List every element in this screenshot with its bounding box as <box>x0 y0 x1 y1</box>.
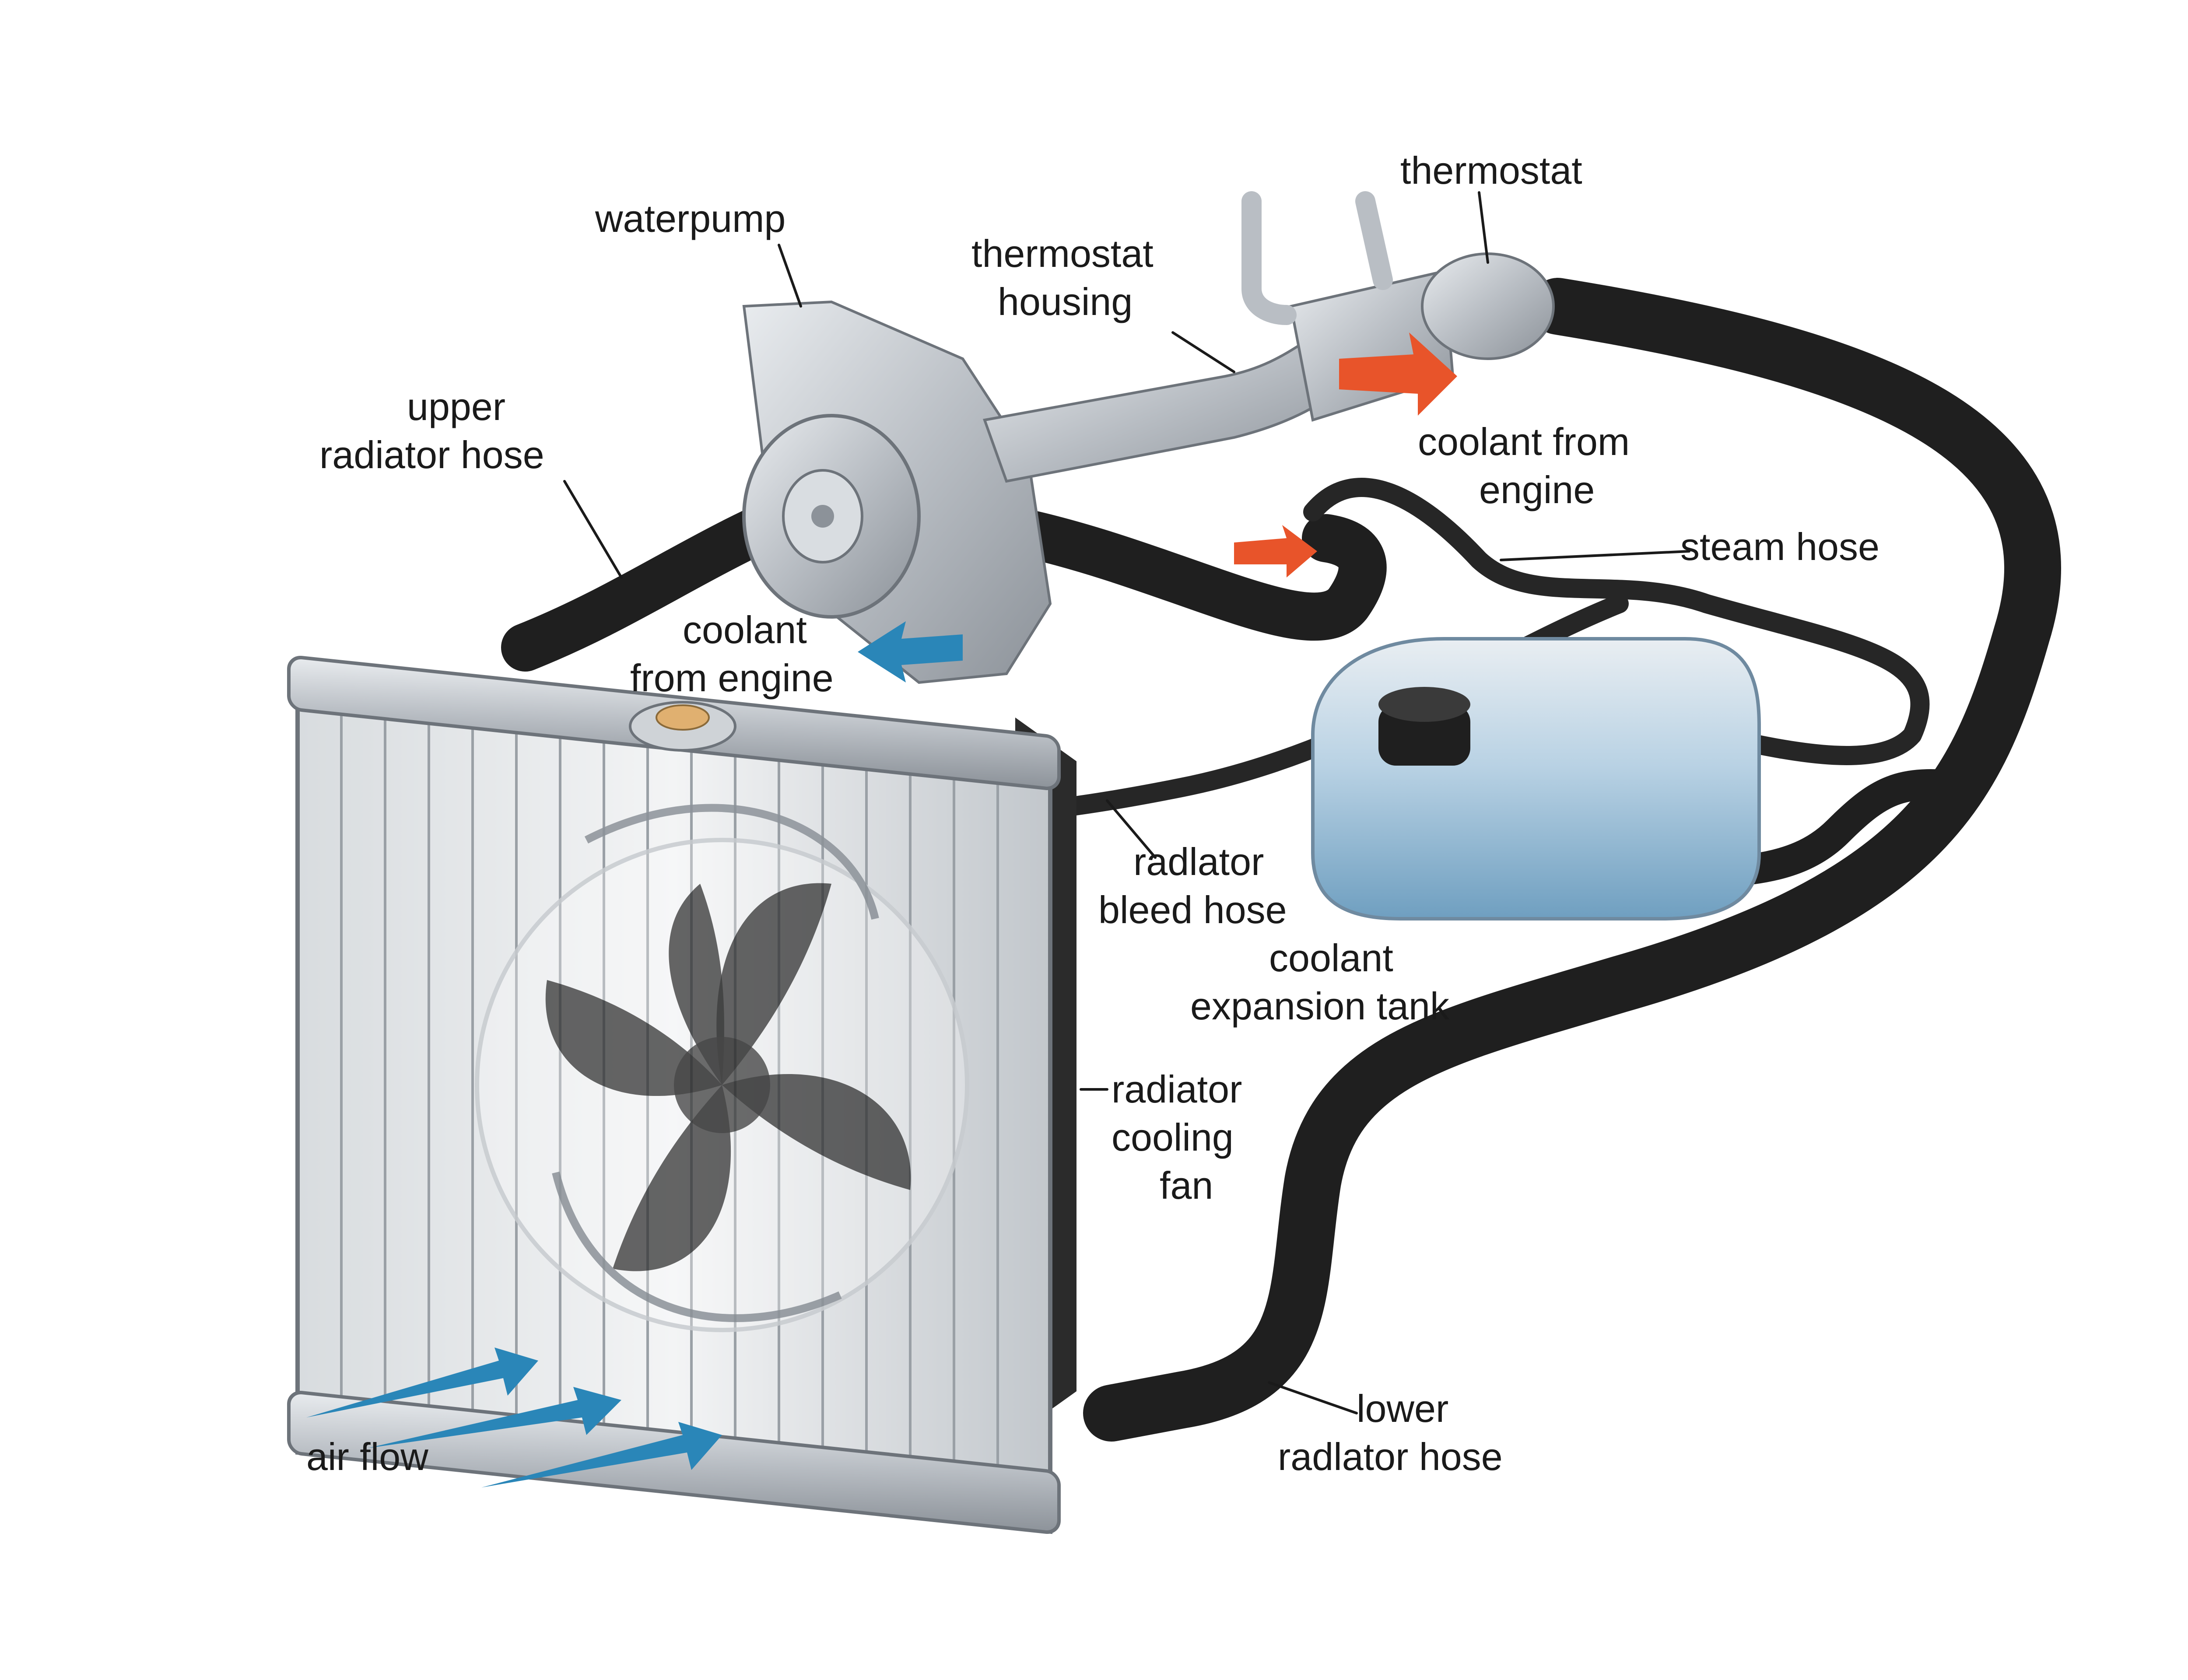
leader-waterpump <box>778 244 802 308</box>
label-air-flow: air flow <box>306 1435 428 1478</box>
fan-rotation-arrow <box>584 804 879 920</box>
flow-arrows <box>858 332 1457 682</box>
air-flow-arrow-icon <box>306 1348 538 1418</box>
radiator <box>287 655 1076 1534</box>
label-upper-hose-line1: upper <box>407 385 505 428</box>
label-upper-hose-line2: radiator hose <box>319 433 544 476</box>
radiator-cooling-fan <box>475 804 969 1332</box>
pump-bolt <box>811 505 834 528</box>
leader-thermostat <box>1478 191 1489 264</box>
leader-upper-hose <box>563 480 623 579</box>
tank-cap <box>1378 704 1470 766</box>
labels: waterpump thermostat housing thermostat … <box>306 149 1879 1478</box>
thermostat-outlet-hose <box>1083 278 2061 1442</box>
waterpump-assembly <box>742 191 1555 684</box>
label-coolant-from-engine-top-line1: coolant from <box>1418 420 1630 463</box>
housing-vertical-pipe-1 <box>1241 191 1297 325</box>
air-flow-arrow-icon <box>481 1422 722 1488</box>
label-bleed-hose-line2: bleed hose <box>1098 888 1287 931</box>
label-waterpump: waterpump <box>595 197 785 240</box>
housing-vertical-pipe-2 <box>1355 191 1393 290</box>
label-bleed-hose-line1: radlator <box>1133 840 1264 883</box>
leader-lower-hose <box>1268 1381 1358 1414</box>
label-steam-hose: steam hose <box>1680 525 1879 568</box>
fan-rotation-arrow <box>552 1171 842 1322</box>
cold-arrow-icon <box>858 621 963 682</box>
label-cooling-fan-line2: cooling <box>1112 1116 1234 1159</box>
leader-bleed-hose <box>1106 799 1157 859</box>
label-cooling-fan-line1: radiator <box>1112 1068 1242 1111</box>
label-coolant-from-engine-left-line1: coolant <box>683 608 807 651</box>
air-flow-arrow-icon <box>368 1387 621 1448</box>
label-thermostat-housing-line2: housing <box>998 280 1133 323</box>
label-coolant-from-engine-top-line2: engine <box>1479 468 1595 511</box>
pump-outlet-hose <box>1004 510 1387 641</box>
label-thermostat-housing-line1: thermostat <box>971 232 1154 275</box>
label-coolant-from-engine-left-line2: from engine <box>630 656 834 700</box>
radiator-fins <box>340 704 999 1509</box>
label-cooling-fan-line3: fan <box>1160 1164 1213 1207</box>
tank-body <box>1311 637 1761 920</box>
leader-thermostat-housing <box>1171 331 1235 373</box>
leader-lines <box>563 191 1690 1414</box>
radiator-cap-top <box>656 704 710 731</box>
leader-steam-hose <box>1500 550 1690 561</box>
hot-arrow-icon <box>1234 525 1317 578</box>
label-expansion-tank-line2: expansion tank <box>1190 984 1450 1028</box>
label-lower-hose-line2: radlator hose <box>1278 1435 1503 1478</box>
thermostat-body <box>1421 252 1555 360</box>
coolant-expansion-tank <box>1311 637 1761 920</box>
label-thermostat: thermostat <box>1400 149 1582 192</box>
label-expansion-tank-line1: coolant <box>1269 936 1393 980</box>
pump-to-thermostat-pipe <box>982 335 1336 483</box>
hot-arrow-icon <box>1339 332 1457 416</box>
steam-hose-line <box>1303 478 1930 765</box>
fan-icon <box>545 883 911 1271</box>
tank-cap-top <box>1378 687 1470 722</box>
air-flow-arrows <box>306 1348 722 1488</box>
label-lower-hose-line1: lower <box>1357 1387 1448 1430</box>
